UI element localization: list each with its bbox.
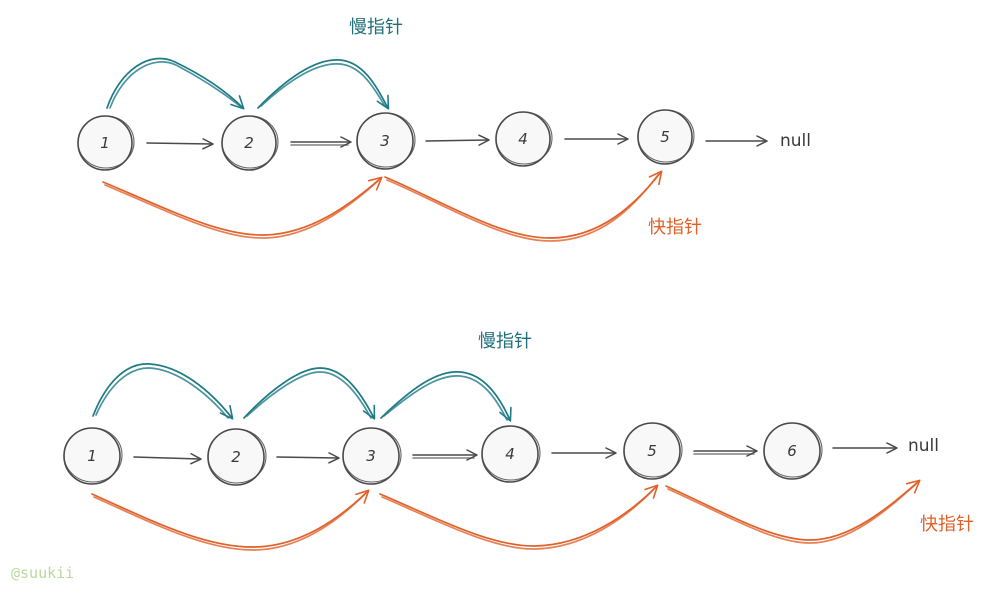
fast-arc-3-to-5 bbox=[379, 484, 659, 547]
slow-arc-2-to-3 bbox=[243, 367, 376, 420]
slow-arc-3-to-4 bbox=[380, 371, 512, 422]
slow-pointer-label: 慢指针 bbox=[349, 17, 403, 38]
node-value: 4 bbox=[518, 130, 528, 148]
node-value: 2 bbox=[231, 448, 241, 466]
next-arrow bbox=[146, 138, 214, 150]
node-4: 4 bbox=[495, 111, 553, 167]
diagram-1: 慢指针 1 2 3 4 bbox=[77, 17, 811, 242]
diagram-2: 慢指针 1 2 3 4 bbox=[63, 331, 974, 551]
fast-arc-3-to-5-stroke2 bbox=[386, 174, 659, 242]
slow-arc-3-to-4-stroke2 bbox=[383, 375, 508, 421]
node-5: 5 bbox=[623, 422, 683, 480]
watermark: @suukii bbox=[11, 564, 74, 582]
slow-arc-1-to-2-stroke2 bbox=[95, 367, 229, 419]
node-value: 3 bbox=[380, 132, 390, 150]
fast-arc-3-to-5 bbox=[384, 170, 663, 239]
fast-arc-1-to-3-stroke2 bbox=[93, 493, 366, 551]
slow-pointer-label: 慢指针 bbox=[478, 331, 532, 352]
null-label: null bbox=[908, 436, 939, 456]
fast-pointer-arcs bbox=[91, 479, 921, 551]
slow-arc-2-to-3 bbox=[257, 59, 390, 110]
node-1: 1 bbox=[77, 115, 135, 171]
node-1: 1 bbox=[63, 427, 123, 485]
next-arrow bbox=[276, 452, 340, 464]
fast-pointer-label: 快指针 bbox=[648, 217, 702, 238]
node-value: 5 bbox=[647, 442, 657, 460]
node-value: 3 bbox=[366, 447, 376, 465]
slow-pointer-arcs bbox=[106, 57, 390, 110]
fast-arc-5-to-null-stroke2 bbox=[667, 483, 917, 544]
node-value: 2 bbox=[244, 134, 254, 152]
fast-pointer-arcs bbox=[102, 170, 663, 242]
next-arrow bbox=[133, 452, 202, 465]
node-4: 4 bbox=[481, 425, 541, 483]
node-value: 5 bbox=[660, 128, 670, 146]
fast-arc-1-to-3-stroke2 bbox=[104, 180, 379, 239]
node-value: 6 bbox=[787, 442, 797, 460]
node-6: 6 bbox=[763, 422, 823, 480]
next-pointer-arrows bbox=[133, 442, 898, 465]
fast-arc-1-to-3 bbox=[91, 489, 370, 548]
node-value: 1 bbox=[87, 447, 97, 465]
node-5: 5 bbox=[637, 109, 695, 165]
next-arrow bbox=[425, 134, 490, 146]
node-3: 3 bbox=[342, 427, 402, 485]
node-2: 2 bbox=[207, 428, 267, 486]
slow-arc-2-to-3-stroke2 bbox=[246, 371, 372, 419]
slow-arc-1-to-2 bbox=[92, 363, 234, 420]
node-value: 1 bbox=[100, 134, 110, 152]
fast-pointer-label: 快指针 bbox=[920, 514, 974, 535]
null-label: null bbox=[780, 131, 811, 151]
next-pointer-arrows bbox=[146, 133, 768, 150]
node-value: 4 bbox=[505, 445, 515, 463]
node-3: 3 bbox=[356, 112, 416, 170]
node-2: 2 bbox=[221, 115, 279, 171]
slow-arc-1-to-2-stroke2 bbox=[109, 61, 241, 109]
slow-arc-2-to-3-stroke2 bbox=[260, 63, 386, 107]
fast-arc-1-to-3 bbox=[102, 176, 383, 236]
slow-arc-1-to-2 bbox=[106, 57, 245, 110]
fast-arc-3-to-5-stroke2 bbox=[381, 488, 655, 550]
fast-arc-5-to-null bbox=[665, 479, 921, 541]
slow-pointer-arcs bbox=[92, 363, 512, 422]
